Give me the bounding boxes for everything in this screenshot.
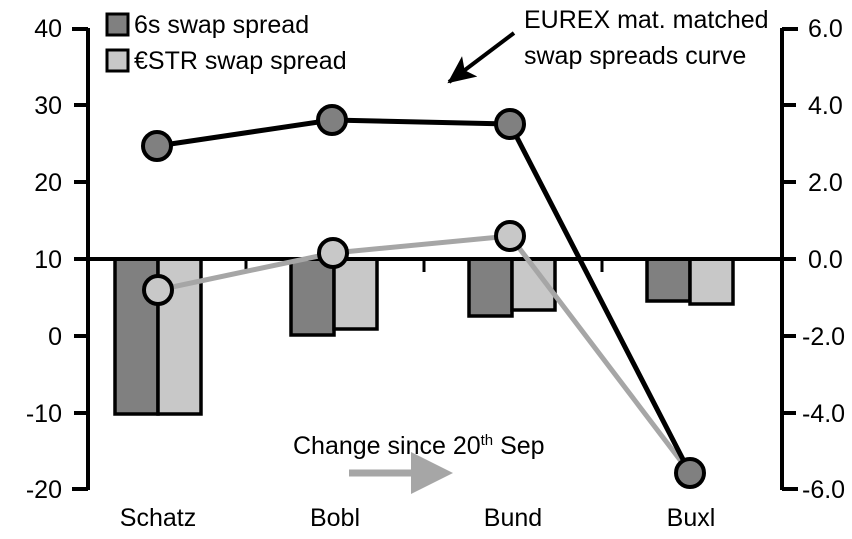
eurex-callout-line1: EUREX mat. matched	[524, 6, 769, 34]
eurex-callout-line2: swap spreads curve	[524, 42, 746, 70]
right-tick-label-4: -2.0	[802, 323, 845, 351]
right-tick-label-1: 4.0	[808, 92, 843, 120]
category-label-bobl: Bobl	[310, 504, 360, 532]
left-tick-label-2: 20	[34, 169, 62, 197]
change-since-superscript: th	[481, 432, 494, 449]
right-tick-label-3: 0.0	[808, 246, 843, 274]
eurex-callout-arrow-icon	[447, 31, 516, 84]
left-tick-label-5: -10	[26, 400, 62, 428]
change-line	[157, 233, 692, 475]
bar-6s-buxl	[645, 257, 692, 303]
eurex-marker-bund	[494, 108, 526, 140]
eurex-callout-annotation: EUREX mat. matched swap spreads curve	[447, 6, 769, 84]
category-labels: Schatz Bobl Bund Buxl	[120, 504, 716, 532]
change-marker-bobl	[317, 237, 349, 269]
change-since-annotation: Change since 20th Sep	[293, 432, 545, 494]
right-tick-label-0: 6.0	[808, 15, 843, 43]
left-tick-label-4: 0	[48, 323, 62, 351]
left-tick-label-0: 40	[34, 15, 62, 43]
legend-swatch-6s	[105, 12, 130, 37]
line-series-eurex	[141, 104, 706, 489]
bar-estr-buxl	[688, 257, 735, 306]
change-marker-schatz	[142, 274, 174, 306]
bar-6s-bobl	[289, 257, 336, 337]
right-tick-label-2: 2.0	[808, 169, 843, 197]
legend-label-estr: €STR swap spread	[134, 47, 347, 75]
eurex-marker-buxl	[674, 457, 706, 489]
left-tick-label-1: 30	[34, 92, 62, 120]
legend-label-6s: 6s swap spread	[134, 11, 309, 39]
bar-6s-bund	[467, 257, 514, 318]
eurex-marker-schatz	[141, 130, 173, 162]
change-since-text-after: Sep	[493, 432, 544, 460]
bar-estr-bobl	[332, 257, 379, 331]
eurex-marker-bobl	[316, 104, 348, 136]
right-tick-label-5: -4.0	[802, 400, 845, 428]
eurex-line	[156, 117, 693, 475]
category-label-bund: Bund	[484, 504, 542, 532]
left-axis: 40 30 20 10 0 -10 -20	[26, 15, 90, 504]
line-series-change	[142, 220, 692, 475]
left-tick-label-6: -20	[26, 476, 62, 504]
legend: 6s swap spread €STR swap spread	[105, 11, 347, 75]
change-marker-bund	[494, 220, 526, 252]
change-since-text: Change since 20th Sep	[293, 432, 545, 460]
left-tick-label-3: 10	[34, 246, 62, 274]
change-since-text-before: Change since 20	[293, 432, 481, 460]
category-label-buxl: Buxl	[667, 504, 716, 532]
legend-swatch-estr	[105, 48, 130, 73]
right-tick-label-6: -6.0	[802, 476, 845, 504]
category-label-schatz: Schatz	[120, 504, 196, 532]
